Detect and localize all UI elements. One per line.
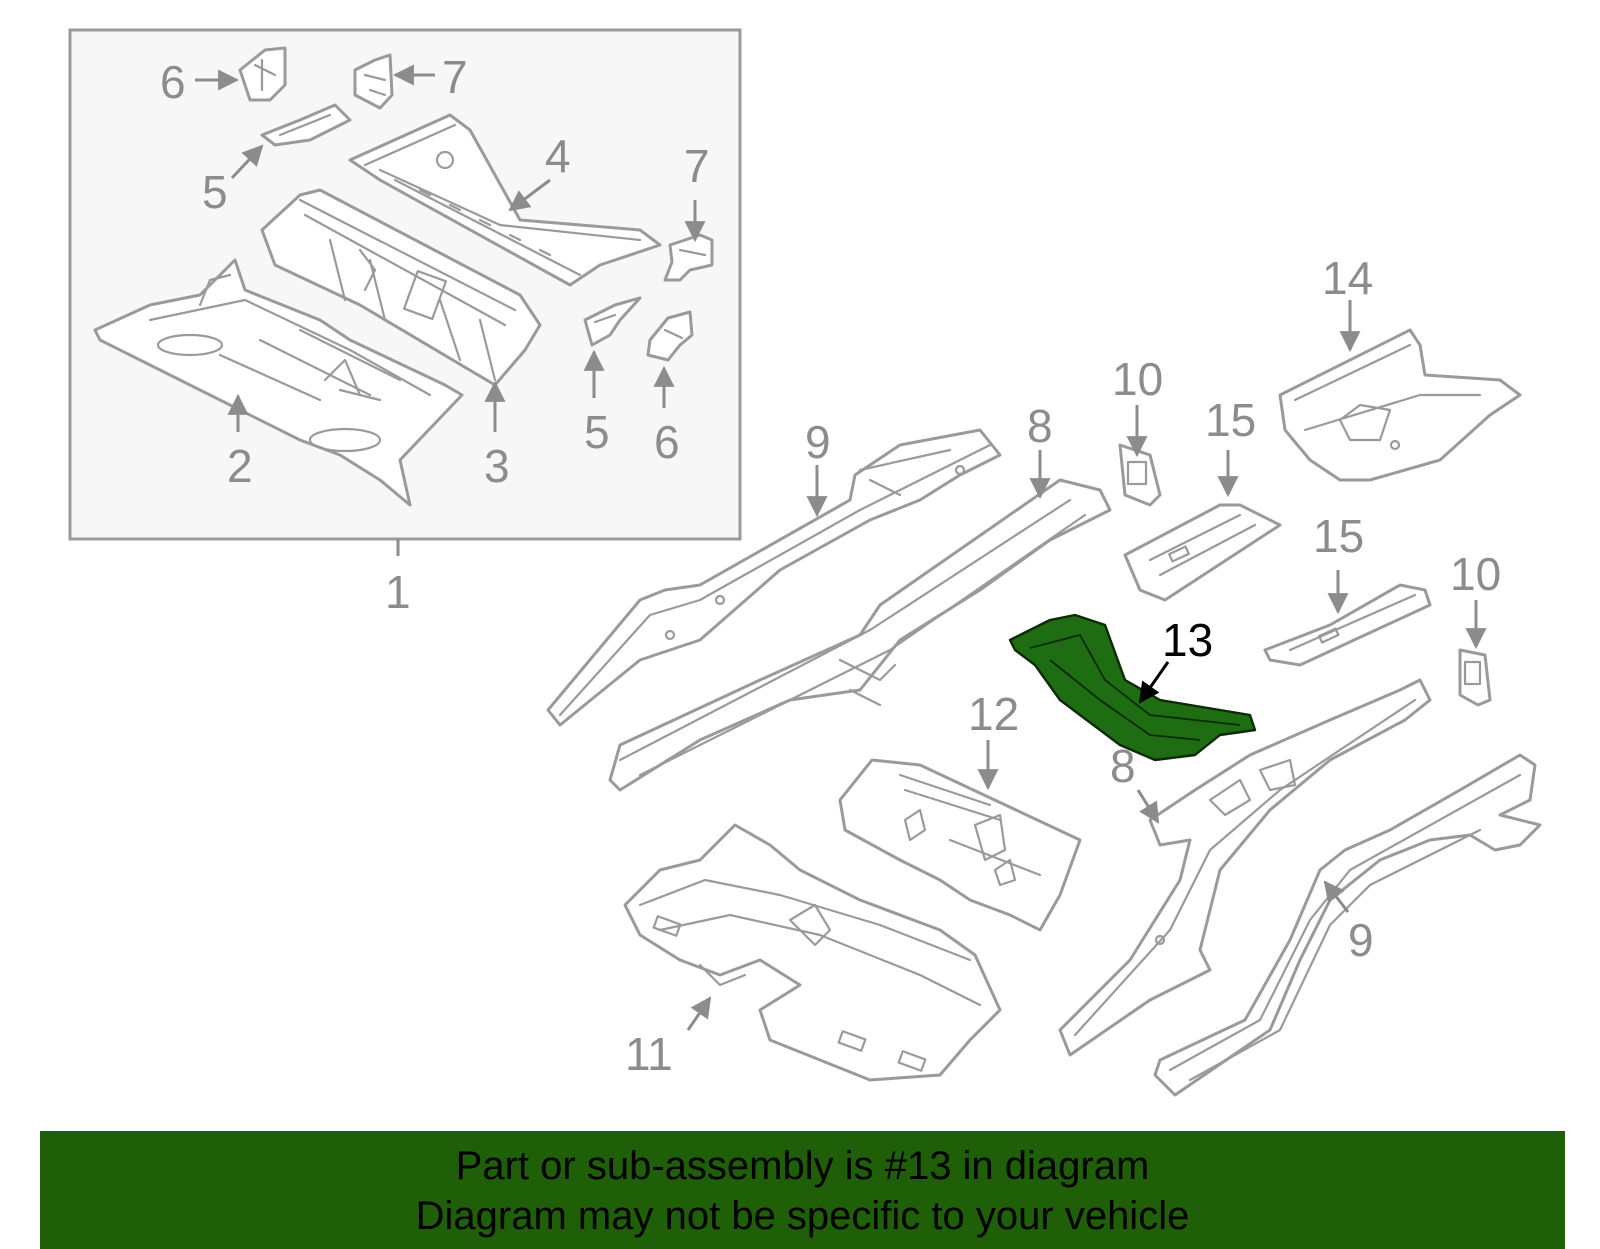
part-10-plate-upper	[1118, 443, 1162, 507]
part-5-bracket-upper	[260, 103, 352, 147]
callout-13: 13	[1162, 614, 1213, 666]
callout-7-upper: 7	[442, 51, 468, 103]
banner-line-1: Part or sub-assembly is #13 in diagram	[455, 1144, 1150, 1188]
callout-2: 2	[227, 440, 253, 492]
part-15-brace-upper	[1123, 503, 1282, 602]
part-5-bracket-lower	[583, 296, 642, 347]
part-3-rear-floor	[260, 188, 542, 387]
callout-9-lower: 9	[1348, 914, 1374, 966]
callout-3: 3	[484, 440, 510, 492]
part-6-bracket-lower	[646, 310, 694, 362]
callout-9-upper: 9	[805, 416, 831, 468]
part-12-panel	[838, 758, 1082, 932]
part-13-highlighted-crossmember	[1008, 613, 1257, 762]
part-4-crossmember	[348, 113, 662, 287]
callout-5-lower: 5	[584, 406, 610, 458]
callout-12: 12	[968, 688, 1019, 740]
callout-1: 1	[385, 566, 411, 618]
callout-15-lower: 15	[1313, 510, 1364, 562]
part-8-rail-upper	[608, 478, 1112, 792]
callout-8-upper: 8	[1027, 400, 1053, 452]
part-6-bracket-upper	[238, 46, 287, 102]
callout-15-upper: 15	[1205, 394, 1256, 446]
part-2-front-floor	[93, 258, 464, 507]
callout-10-upper: 10	[1112, 353, 1163, 405]
callout-10-lower: 10	[1450, 548, 1501, 600]
callout-6-upper: 6	[160, 56, 186, 108]
part-9-rail-right	[1153, 753, 1542, 1097]
part-14-tub	[1278, 328, 1522, 482]
banner-line-2: Diagram may not be specific to your vehi…	[415, 1194, 1190, 1238]
part-8-rail-lower	[1058, 678, 1432, 1057]
part-11-rear-floor	[623, 823, 1002, 1082]
callout-5-upper: 5	[202, 166, 228, 218]
info-banner: Part or sub-assembly is #13 in diagram D…	[40, 1131, 1565, 1249]
callout-6-lower: 6	[654, 416, 680, 468]
part-9-rail-left	[546, 428, 1002, 727]
part-15-brace-lower	[1263, 583, 1432, 667]
callout-7-right: 7	[684, 140, 710, 192]
callout-8-lower: 8	[1110, 740, 1136, 792]
part-7-bracket-upper	[353, 53, 394, 110]
callout-14: 14	[1322, 252, 1373, 304]
callout-11: 11	[625, 1028, 673, 1080]
part-10-plate-lower	[1458, 648, 1492, 707]
callout-4: 4	[545, 130, 571, 182]
